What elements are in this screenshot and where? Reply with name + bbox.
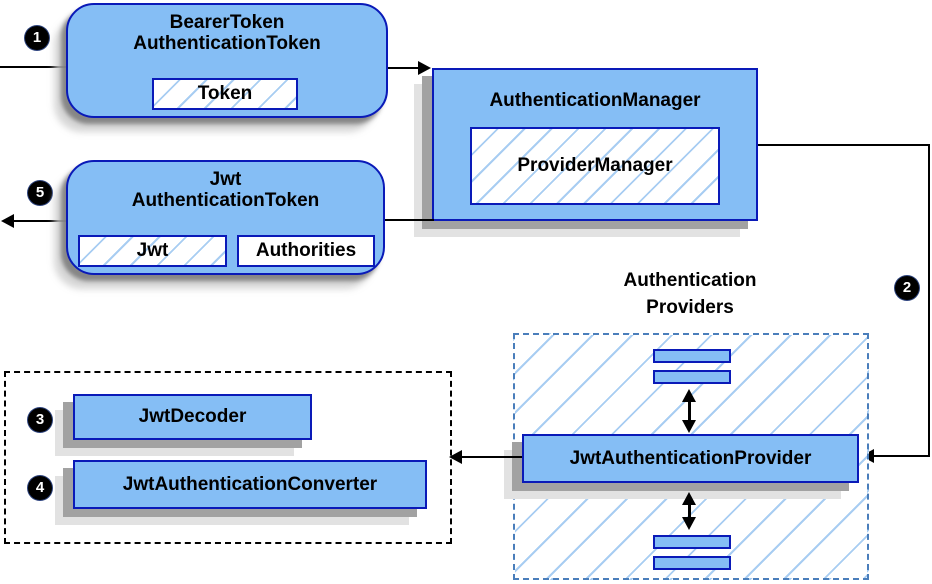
- authentication-providers-label-line1: Authentication: [623, 270, 757, 291]
- jwt-decoder-label: JwtDecoder: [138, 406, 247, 427]
- provider-manager-inner-box: ProviderManager: [470, 127, 720, 205]
- authentication-providers-label-line2: Providers: [646, 297, 734, 318]
- jwt-decoder-node: JwtDecoder: [73, 394, 312, 440]
- decoder-converter-group: [4, 371, 452, 544]
- jwt-token-title-line1: Jwt: [209, 169, 242, 190]
- manager-to-provider-line-top: [758, 144, 930, 146]
- bearer-token-authentication-token-node: BearerToken AuthenticationToken Token: [66, 3, 388, 118]
- manager-to-provider-line-vertical: [928, 144, 930, 457]
- jwt-token-title-line2: AuthenticationToken: [131, 190, 320, 211]
- outgoing-result-line: [13, 220, 66, 222]
- other-provider-bar-top-2: [653, 370, 731, 384]
- step-4-badge: 4: [28, 476, 52, 500]
- token-inner-box: Token: [152, 78, 298, 110]
- manager-to-provider-line-bottom: [874, 455, 930, 457]
- jwt-label: Jwt: [136, 240, 169, 261]
- manager-to-jwt-token-line: [385, 219, 434, 221]
- step-5-badge: 5: [28, 181, 52, 205]
- jwt-authentication-provider-node: JwtAuthenticationProvider: [522, 434, 859, 483]
- authentication-providers-label: Authentication Providers: [590, 267, 790, 321]
- provider-list-arrow-down-icon: [682, 420, 696, 433]
- step-1-badge: 1: [25, 26, 49, 50]
- bearer-to-manager-arrowhead-icon: [418, 61, 431, 75]
- authorities-label: Authorities: [255, 240, 357, 261]
- bearer-token-title: BearerToken AuthenticationToken: [68, 12, 386, 54]
- bearer-token-title-line1: BearerToken: [169, 12, 285, 33]
- jwt-authentication-provider-label: JwtAuthenticationProvider: [569, 447, 812, 469]
- jwt-authentication-converter-label: JwtAuthenticationConverter: [122, 473, 378, 495]
- jwt-authentication-converter-node: JwtAuthenticationConverter: [73, 460, 427, 509]
- provider-to-decoder-line: [461, 456, 522, 458]
- incoming-request-line: [0, 66, 66, 68]
- provider-list-arrow-up-2-icon: [682, 492, 696, 505]
- provider-manager-label: ProviderManager: [517, 155, 673, 176]
- authentication-manager-title: AuthenticationManager: [489, 90, 701, 111]
- bearer-to-manager-line: [388, 67, 419, 69]
- provider-list-arrow-top-shaft: [688, 400, 691, 422]
- provider-list-arrow-up-icon: [682, 389, 696, 402]
- provider-list-arrow-bottom-shaft: [688, 503, 691, 520]
- step-2-badge: 2: [895, 276, 919, 300]
- bearer-token-title-line2: AuthenticationToken: [133, 33, 321, 54]
- jwt-token-title: Jwt AuthenticationToken: [68, 169, 383, 211]
- jwt-authentication-token-node: Jwt AuthenticationToken Jwt Authorities: [66, 160, 385, 275]
- authentication-manager-node: AuthenticationManager ProviderManager: [432, 68, 758, 221]
- other-provider-bar-top-1: [653, 349, 731, 363]
- provider-list-arrow-down-2-icon: [682, 517, 696, 530]
- outgoing-result-arrowhead-icon: [1, 214, 14, 228]
- other-provider-bar-bottom-2: [653, 556, 731, 570]
- token-label: Token: [197, 83, 253, 104]
- provider-to-decoder-arrowhead-icon: [449, 450, 462, 464]
- jwt-inner-box: Jwt: [78, 235, 227, 267]
- authorities-inner-box: Authorities: [237, 235, 375, 267]
- other-provider-bar-bottom-1: [653, 535, 731, 549]
- step-3-badge: 3: [28, 408, 52, 432]
